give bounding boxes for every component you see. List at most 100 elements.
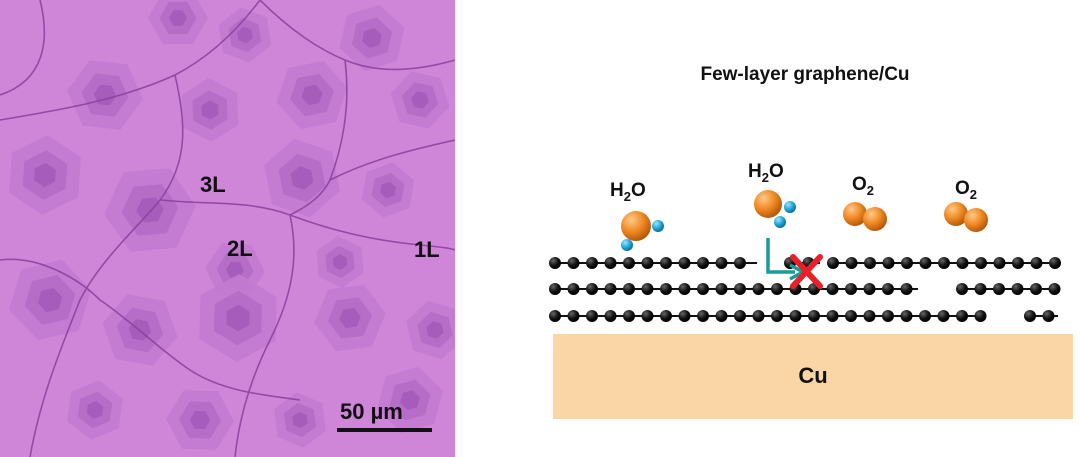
molecule-label-o2-right: O2 <box>955 178 977 202</box>
graphene-domain-layer <box>411 91 429 109</box>
label-2L: 2L <box>227 236 253 261</box>
carbon-atom <box>678 283 691 295</box>
carbon-atom <box>549 310 561 322</box>
graphene-domain-layer <box>189 411 211 429</box>
carbon-atom <box>826 310 839 322</box>
carbon-atom <box>863 310 876 322</box>
h2o-molecule-center <box>754 190 796 228</box>
carbon-atom <box>1049 257 1061 269</box>
carbon-atom <box>882 283 894 295</box>
carbon-atom <box>1042 310 1055 322</box>
carbon-atom <box>697 283 709 295</box>
carbon-atom <box>771 283 783 295</box>
carbon-atom <box>864 257 876 269</box>
graphene-domain-layer <box>400 390 420 410</box>
carbon-atom <box>1024 310 1036 322</box>
carbon-atom <box>900 310 913 322</box>
carbon-atom <box>900 283 913 295</box>
graphene-domain-layer <box>332 254 348 270</box>
carbon-atom <box>974 310 987 322</box>
molecule-label-h2o-left: H2O <box>610 180 646 204</box>
graphene-domain-layer <box>34 163 56 187</box>
optical-micrograph: 3L 2L 1L 50 µm <box>0 0 455 457</box>
carbon-atom <box>882 257 895 269</box>
carbon-atom <box>956 283 968 295</box>
grain-boundary <box>289 59 348 216</box>
carbon-atom <box>993 257 1006 269</box>
carbon-atom <box>863 283 876 295</box>
graphene-domain-layer <box>226 304 250 332</box>
carbon-atom <box>734 310 746 322</box>
graphene-domain-layer <box>290 166 314 190</box>
carbon-atom <box>715 257 728 269</box>
carbon-atom <box>604 310 617 322</box>
carbon-atom <box>1012 257 1024 269</box>
carbon-atom <box>1011 283 1024 295</box>
carbon-atom <box>623 257 635 269</box>
carbon-atom <box>919 310 931 322</box>
carbon-atom <box>604 257 617 269</box>
carbon-atom <box>678 257 691 269</box>
schematic-title: Few-layer graphene/Cu <box>700 64 909 85</box>
carbon-atom <box>715 310 728 322</box>
carbon-atom <box>715 283 728 295</box>
carbon-atom <box>586 310 598 322</box>
scale-bar-line <box>337 428 432 432</box>
graphene-domain-layer <box>86 401 104 419</box>
carbon-atom <box>734 283 746 295</box>
carbon-atom <box>678 310 691 322</box>
carbon-atom <box>919 257 932 269</box>
graphene-domain-layer <box>339 308 361 328</box>
scale-bar-label: 50 µm <box>340 399 403 424</box>
cu-substrate <box>553 334 1073 419</box>
carbon-atom <box>549 257 561 269</box>
carbon-atom <box>901 257 913 269</box>
graphene-domain-layer <box>362 28 382 48</box>
layer-labels: 3L 2L 1L <box>200 172 440 262</box>
molecule-label-o2-left: O2 <box>852 174 874 198</box>
label-1L: 1L <box>414 237 440 262</box>
carbon-atom <box>752 310 765 322</box>
carbon-atom <box>586 257 598 269</box>
bent-arrow-icon <box>766 238 795 274</box>
carbon-atom <box>660 283 672 295</box>
grain-boundaries <box>0 0 455 457</box>
o2-molecule-right <box>944 202 988 232</box>
carbon-atom <box>882 310 894 322</box>
carbon-atom <box>641 283 654 295</box>
cu-substrate-label: Cu <box>798 363 827 388</box>
graphene-domain-layer <box>301 84 323 106</box>
carbon-atom <box>641 257 654 269</box>
grain-boundary <box>159 199 455 251</box>
carbon-atom <box>938 257 950 269</box>
carbon-atom <box>567 257 580 269</box>
carbon-atom <box>752 283 765 295</box>
carbon-atom <box>641 310 654 322</box>
carbon-atom <box>845 257 858 269</box>
graphene-domain-layer <box>201 100 219 120</box>
carbon-atom <box>827 257 839 269</box>
grain-boundary <box>0 0 46 96</box>
carbon-atom <box>660 310 672 322</box>
carbon-atom <box>771 310 783 322</box>
graphene-domain-layer <box>292 411 308 429</box>
grain-boundary <box>234 214 295 457</box>
carbon-atom <box>623 310 635 322</box>
graphene-domain-layer <box>426 321 444 339</box>
carbon-atom <box>586 283 598 295</box>
micrograph-background <box>0 0 455 457</box>
carbon-atom <box>1030 257 1043 269</box>
carbon-atom <box>734 257 746 269</box>
molecule-label-h2o-center: H2O <box>748 161 784 185</box>
o2-molecule-left <box>843 202 887 231</box>
carbon-atom <box>845 310 857 322</box>
carbon-atom <box>660 257 672 269</box>
carbon-atom <box>567 283 580 295</box>
carbon-atom <box>937 310 950 322</box>
grain-boundary <box>29 74 184 457</box>
carbon-atom <box>623 283 635 295</box>
carbon-atom <box>1030 283 1042 295</box>
carbon-atom <box>567 310 580 322</box>
carbon-atom <box>549 283 561 295</box>
